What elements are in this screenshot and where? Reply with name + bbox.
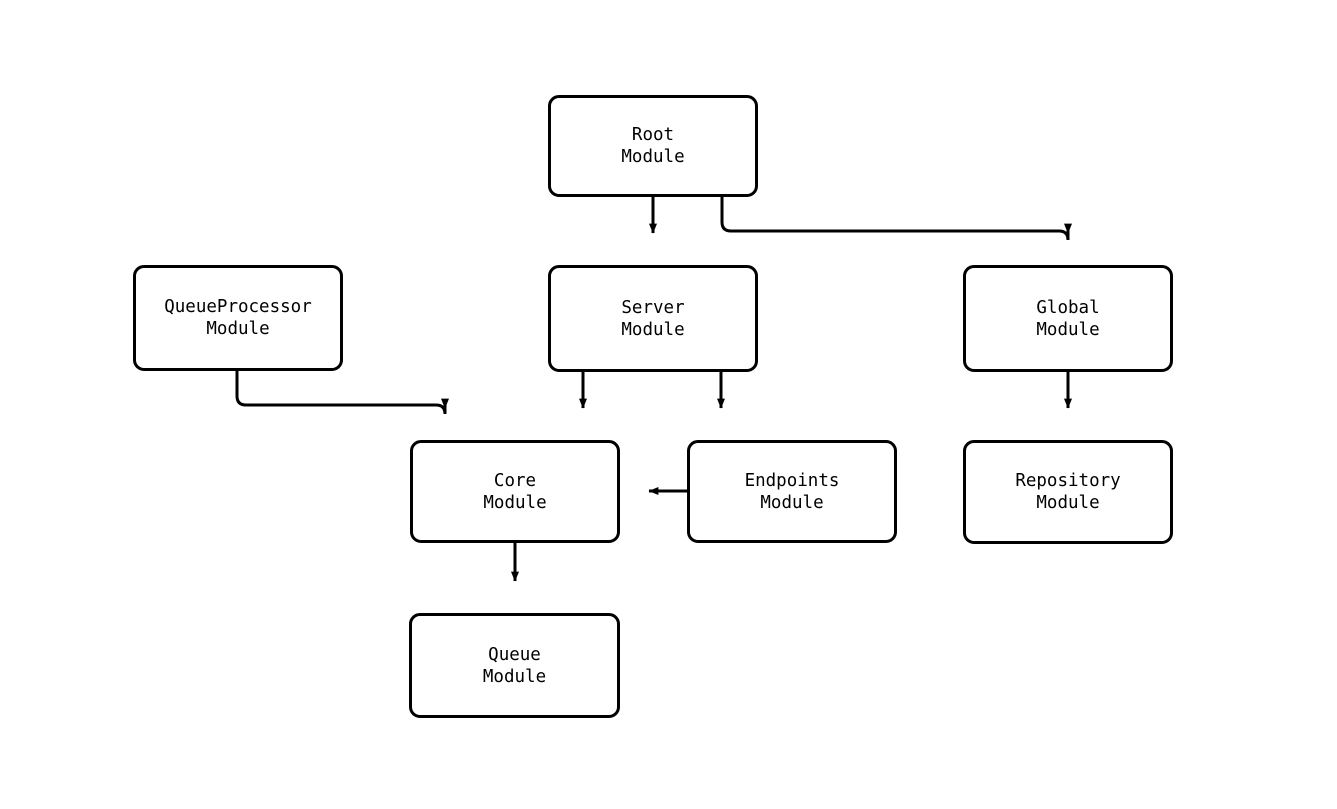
node-endpoints-module-line2: Module <box>760 492 824 513</box>
node-queue-module[interactable]: Queue Module <box>409 613 620 718</box>
node-repository-module-line1: Repository <box>1015 471 1121 491</box>
node-server-module[interactable]: Server Module <box>548 265 758 372</box>
node-repository-module[interactable]: Repository Module <box>963 440 1173 544</box>
node-core-module-line1: Core <box>493 470 537 491</box>
node-root-module-line1: Root <box>631 125 675 145</box>
edge-root-to-global <box>720 197 1072 241</box>
node-root-module[interactable]: Root Module <box>548 95 758 197</box>
node-queueprocessor-module-line1: QueueProcessor <box>164 297 312 317</box>
node-global-module-line1: Global <box>1036 297 1100 318</box>
node-queue-module-line1: Queue <box>488 644 541 665</box>
node-core-module[interactable]: Core Module <box>410 440 620 543</box>
node-queueprocessor-module-line2: Module <box>206 319 270 339</box>
node-endpoints-module-line1: Endpoints <box>744 470 840 491</box>
node-repository-module-line2: Module <box>1036 493 1100 513</box>
node-root-module-line2: Module <box>621 147 685 167</box>
edge-queueprocessor-to-core <box>235 371 449 415</box>
node-core-module-line2: Module <box>483 492 547 513</box>
node-global-module-line2: Module <box>1036 319 1100 340</box>
node-queue-module-line2: Module <box>482 666 547 687</box>
node-server-module-line2: Module <box>621 319 685 340</box>
node-endpoints-module[interactable]: Endpoints Module <box>687 440 897 543</box>
node-queueprocessor-module[interactable]: QueueProcessor Module <box>133 265 343 371</box>
node-server-module-line1: Server <box>621 297 685 318</box>
node-global-module[interactable]: Global Module <box>963 265 1173 372</box>
